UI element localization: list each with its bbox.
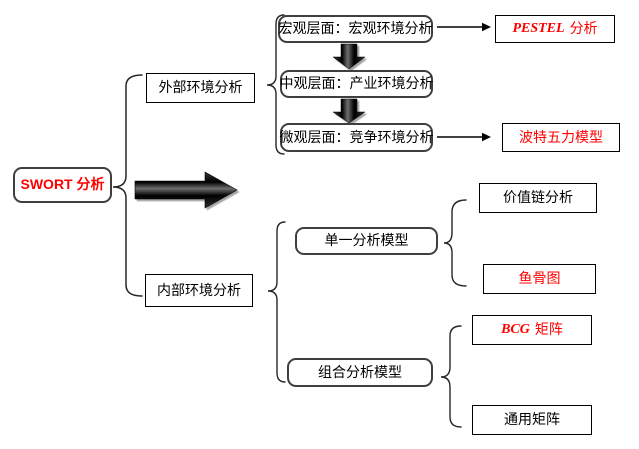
pestel-model-label-en: PESTEL <box>512 21 565 37</box>
root-node-label: SWORT 分析 <box>20 176 105 193</box>
meso-level-label: 中观层面：产业环境分析 <box>279 75 434 92</box>
micro-level-node: 微观层面：竞争环境分析 <box>279 123 434 152</box>
generic-matrix-label: 通用矩阵 <box>504 411 560 428</box>
down-arrow-icon-1 <box>332 43 366 70</box>
combo-model-group-label: 组合分析模型 <box>318 363 402 380</box>
single-model-group-label: 单一分析模型 <box>324 232 409 249</box>
arrow-to-porter-icon <box>437 132 491 142</box>
brace-single-models <box>443 199 467 287</box>
micro-level-label: 微观层面：竞争环境分析 <box>279 128 434 145</box>
brace-internal-groups <box>267 221 286 383</box>
down-arrow-icon-2 <box>332 98 366 124</box>
internal-analysis-label: 内部环境分析 <box>157 281 241 298</box>
bcg-matrix-label-en: BCG <box>501 322 530 338</box>
value-chain-label: 价值链分析 <box>503 189 573 206</box>
macro-level-label: 宏观层面：宏观环境分析 <box>278 20 433 37</box>
fishbone-node: 鱼骨图 <box>483 264 596 294</box>
pestel-model-label-zh: 分析 <box>569 20 598 37</box>
internal-analysis-node: 内部环境分析 <box>145 274 253 307</box>
external-analysis-label: 外部环境分析 <box>158 79 243 96</box>
brace-combo-models <box>440 325 462 428</box>
combo-model-group-node: 组合分析模型 <box>287 358 433 387</box>
meso-level-node: 中观层面：产业环境分析 <box>279 70 434 98</box>
generic-matrix-node: 通用矩阵 <box>472 405 592 435</box>
fishbone-label: 鱼骨图 <box>518 270 561 287</box>
bcg-matrix-label-zh: 矩阵 <box>534 321 563 338</box>
brace-external-levels <box>266 14 285 155</box>
main-flow-arrow-icon <box>134 171 238 209</box>
bcg-matrix-node: BCG 矩阵 <box>472 315 592 345</box>
value-chain-node: 价值链分析 <box>479 183 597 213</box>
brace-root <box>112 74 143 297</box>
pestel-model-node: PESTEL 分析 <box>495 15 615 43</box>
porter-model-node: 波特五力模型 <box>502 123 620 152</box>
external-analysis-node: 外部环境分析 <box>146 73 255 103</box>
porter-model-label: 波特五力模型 <box>519 128 603 145</box>
single-model-group-node: 单一分析模型 <box>295 227 438 255</box>
macro-level-node: 宏观层面：宏观环境分析 <box>278 15 433 43</box>
root-node-swort: SWORT 分析 <box>13 167 112 203</box>
arrow-to-pestel-icon <box>437 22 491 32</box>
